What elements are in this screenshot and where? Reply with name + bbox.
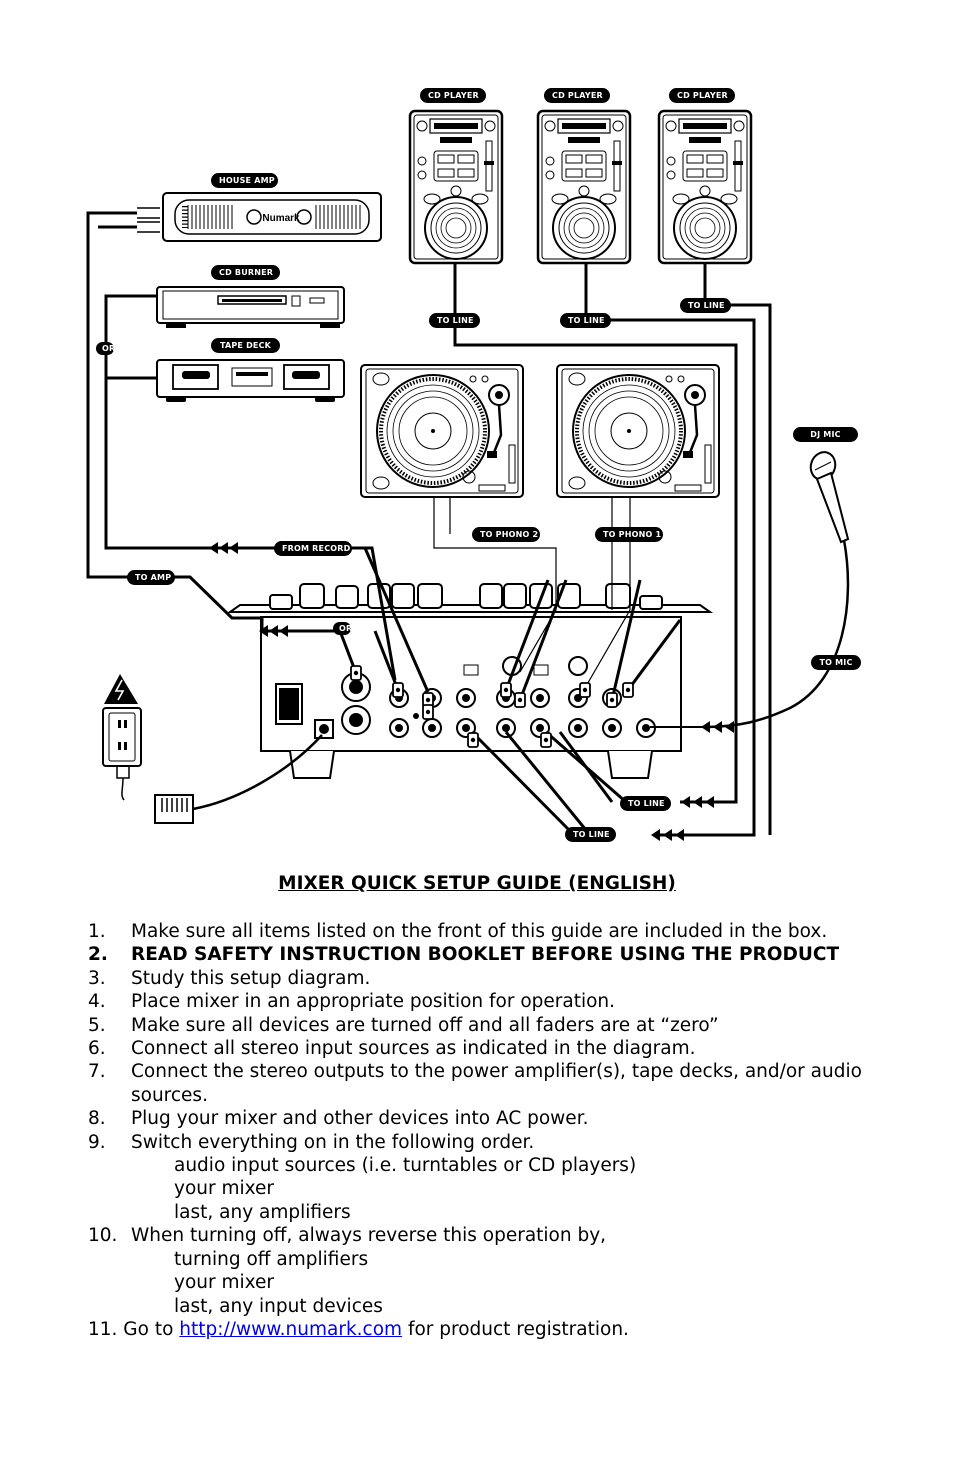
- label-or-mixer: OR: [333, 622, 352, 635]
- label-tape-deck: TAPE DECK: [211, 338, 280, 353]
- step-9: 9. Switch everything on in the following …: [88, 1131, 918, 1154]
- numark-link[interactable]: http://www.numark.com: [179, 1318, 403, 1340]
- step-11-prefix: 11. Go to: [88, 1318, 180, 1340]
- step-11-suffix: for product registration.: [402, 1318, 629, 1340]
- label-to-line-2: TO LINE: [560, 313, 611, 328]
- house-amp: Numark: [162, 192, 382, 242]
- step-number: 7.: [88, 1061, 106, 1083]
- step-7: 7. Connect the stereo outputs to the powe…: [88, 1060, 918, 1107]
- step-text: Plug your mixer and other devices into A…: [131, 1108, 589, 1130]
- label-to-mic: TO MIC: [811, 655, 861, 670]
- step-number: 10.: [88, 1225, 118, 1247]
- step-number: 3.: [88, 967, 106, 989]
- tape-deck: [156, 359, 345, 402]
- warning-icon: [104, 674, 138, 704]
- amp-brand: Numark: [262, 213, 300, 224]
- step-text: Switch everything on in the following or…: [131, 1131, 535, 1153]
- step-9-sub-1: audio input sources (i.e. turntables or …: [174, 1155, 637, 1177]
- label-cd-player-1: CD PLAYER: [420, 88, 486, 103]
- label-cd-player-3: CD PLAYER: [669, 88, 735, 103]
- cd-player-1: [408, 109, 504, 265]
- step-text: Make sure all devices are turned off and…: [131, 1014, 719, 1036]
- step-text: Connect all stereo input sources as indi…: [131, 1038, 696, 1060]
- step-number: 6.: [88, 1038, 106, 1060]
- power-adapter: [154, 734, 323, 824]
- label-cd-burner: CD BURNER: [211, 265, 280, 280]
- step-text: READ SAFETY INSTRUCTION BOOKLET BEFORE U…: [131, 944, 840, 966]
- label-house-amp: HOUSE AMP: [211, 173, 278, 188]
- step-1: 1. Make sure all items listed on the fron…: [88, 920, 918, 943]
- step-10-sub-2: your mixer: [174, 1272, 275, 1294]
- turntable-1: [555, 363, 721, 499]
- step-text: Place mixer in an appropriate position f…: [131, 991, 616, 1013]
- label-to-line-3: TO LINE: [680, 298, 731, 313]
- step-text: Make sure all items listed on the front …: [131, 921, 828, 942]
- step-text: Connect the stereo outputs to the power …: [131, 1061, 862, 1106]
- mixer-rear-panel: [260, 616, 682, 779]
- label-to-line-1: TO LINE: [429, 313, 480, 328]
- step-text: When turning off, always reverse this op…: [131, 1225, 607, 1247]
- step-number: 8.: [88, 1108, 106, 1130]
- guide-title: MIXER QUICK SETUP GUIDE (ENGLISH): [278, 873, 676, 894]
- step-4: 4. Place mixer in an appropriate position…: [88, 990, 918, 1013]
- dj-microphone: [707, 451, 850, 729]
- label-to-phono-2: TO PHONO 2: [472, 527, 540, 542]
- cd-player-3: [657, 109, 753, 265]
- setup-diagram: Numark: [86, 109, 850, 841]
- step-10: 10. When turning off, always reverse this…: [88, 1224, 918, 1247]
- step-9-sub-2: your mixer: [174, 1178, 275, 1200]
- turntable-2: [359, 363, 525, 499]
- step-11: 11. Go to http://www.numark.com for prod…: [88, 1318, 918, 1341]
- label-to-line-5: TO LINE: [565, 827, 616, 842]
- step-10-sub-3: last, any input devices: [174, 1295, 383, 1317]
- step-text: Study this setup diagram.: [131, 967, 371, 989]
- step-3: 3. Study this setup diagram.: [88, 967, 918, 990]
- step-number: 2.: [88, 944, 108, 966]
- wall-outlet: [102, 707, 142, 801]
- step-6: 6. Connect all stereo input sources as in…: [88, 1037, 918, 1060]
- label-to-phono-1: TO PHONO 1: [595, 527, 663, 542]
- step-number: 1.: [88, 921, 106, 942]
- cd-burner: [156, 286, 345, 328]
- cd-player-2: [536, 109, 632, 265]
- step-number: 5.: [88, 1014, 106, 1036]
- label-cd-player-2: CD PLAYER: [544, 88, 610, 103]
- step-number: 9.: [88, 1131, 106, 1153]
- label-from-record: FROM RECORD: [274, 541, 352, 556]
- step-5: 5. Make sure all devices are turned off a…: [88, 1014, 918, 1037]
- step-10-sub-1: turning off amplifiers: [174, 1248, 369, 1270]
- label-to-line-4: TO LINE: [620, 796, 671, 811]
- label-dj-mic: DJ MIC: [793, 427, 858, 442]
- step-number: 4.: [88, 991, 106, 1013]
- step-8: 8. Plug your mixer and other devices into…: [88, 1107, 918, 1130]
- step-2: 2. READ SAFETY INSTRUCTION BOOKLET BEFORE…: [88, 943, 918, 966]
- step-9-sub-3: last, any amplifiers: [174, 1201, 351, 1223]
- setup-steps: 1. Make sure all items listed on the fron…: [88, 920, 918, 1341]
- label-or-left: OR: [96, 342, 115, 355]
- cables: [86, 207, 772, 837]
- label-to-amp: TO AMP: [127, 570, 175, 585]
